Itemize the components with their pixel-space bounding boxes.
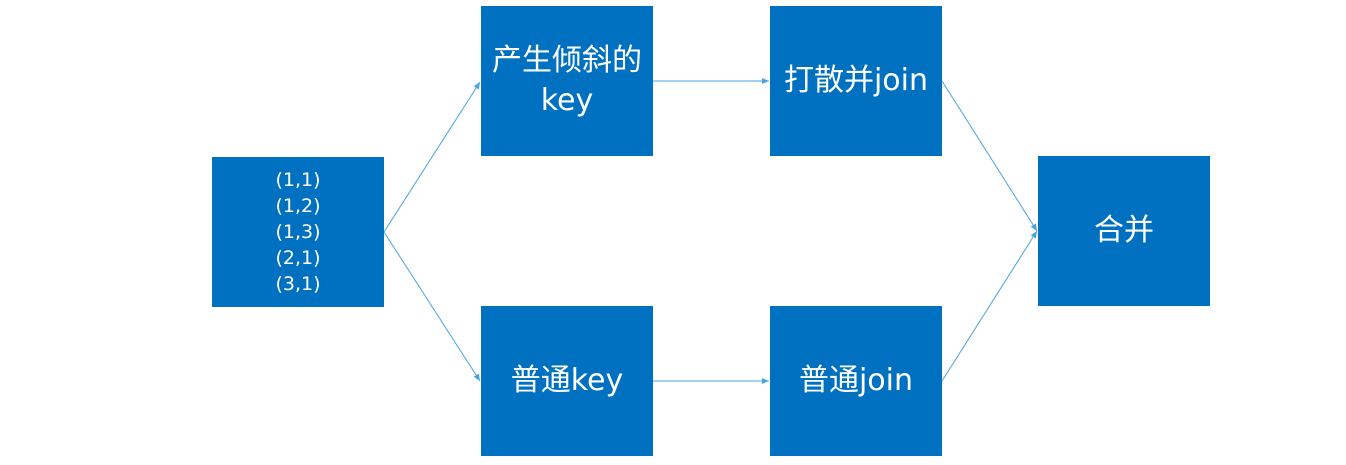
arrow-input-to-normal-key [383, 231, 481, 382]
arrow-input-to-skewed-key [383, 81, 481, 233]
skewed-key-box: 产生倾斜的key [481, 6, 653, 156]
tuple-item: (1,1) [275, 169, 321, 191]
arrow-scatter-join-to-merge [941, 80, 1038, 232]
merge-label: 合并 [1094, 213, 1154, 248]
tuple-item: (3,1) [275, 273, 321, 295]
normal-join-box: 普通join [770, 306, 942, 456]
normal-key-box: 普通key [481, 306, 653, 456]
merge-box: 合并 [1038, 156, 1210, 306]
scatter-join-box: 打散并join [770, 6, 942, 156]
tuple-item: (1,2) [275, 195, 321, 217]
tuple-item: (2,1) [275, 247, 321, 269]
arrow-normal-join-to-merge [941, 230, 1038, 382]
scatter-join-label: 打散并join [783, 63, 929, 98]
tuple-list: (1,1) (1,2) (1,3) (2,1) (3,1) [275, 167, 320, 297]
tuple-item: (1,3) [275, 221, 321, 243]
input-data-box: (1,1) (1,2) (1,3) (2,1) (3,1) [212, 157, 384, 307]
normal-join-label: 普通join [798, 363, 914, 398]
skewed-key-label: 产生倾斜的key [492, 43, 642, 118]
normal-key-label: 普通key [510, 363, 624, 398]
